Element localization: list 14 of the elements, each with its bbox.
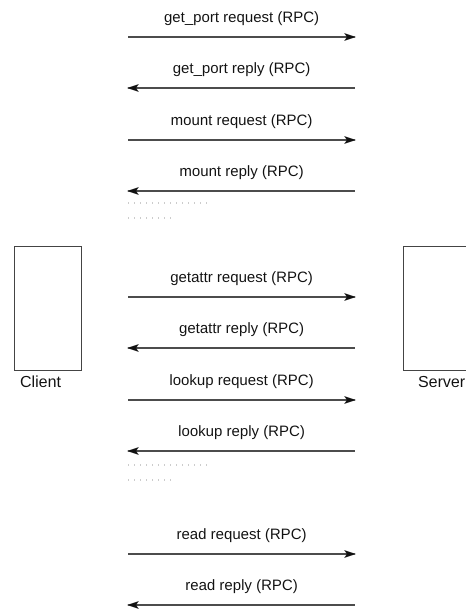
message-label: getattr reply (RPC)	[178, 320, 304, 337]
message-label: read reply (RPC)	[185, 577, 298, 594]
node-label: Client	[20, 374, 61, 392]
message-label: getattr request (RPC)	[170, 269, 313, 286]
client-box	[14, 246, 82, 371]
message-label: mount reply (RPC)	[179, 163, 304, 180]
node-label: Server	[418, 374, 466, 392]
message-label: get_port reply (RPC)	[172, 60, 310, 77]
message-label: lookup request (RPC)	[169, 372, 314, 389]
message-label: lookup reply (RPC)	[178, 423, 305, 440]
message-label: read request (RPC)	[176, 526, 307, 543]
server-box	[403, 246, 466, 371]
message-label: mount request (RPC)	[170, 112, 312, 129]
message-label: get_port request (RPC)	[164, 9, 320, 26]
